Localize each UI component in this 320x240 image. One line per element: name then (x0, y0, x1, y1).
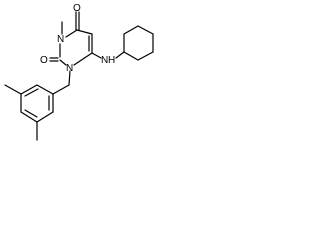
atom-label-carbonyl-o-left: O (40, 55, 48, 66)
atom-label-carbonyl-o-top: O (73, 3, 81, 14)
bond-n1-ch2 (68, 70, 71, 86)
atom-label-ring-n3: N (57, 34, 64, 45)
bond-aryl-2-double-inner (24, 88, 39, 97)
bond-c4-n3 (65, 29, 78, 38)
bond-cyclohexyl-5 (137, 51, 154, 61)
bond-aryl-5 (36, 111, 54, 123)
atom-label-amine-n: N (101, 55, 108, 66)
atom-label-ring-n1: N (66, 63, 73, 74)
bond-cyclohexyl-3 (137, 25, 154, 35)
background (0, 0, 155, 145)
bond-methyl-upper (4, 84, 22, 95)
bond-aryl-4-double-inner (24, 109, 38, 118)
bond-c6-nh (91, 52, 102, 59)
bond-c5-c4 (76, 29, 93, 35)
bond-n1-c6 (73, 52, 93, 66)
bond-ch2-aryl (52, 84, 70, 95)
bond-cyclohexyl-2 (123, 25, 139, 35)
bond-aryl-1 (36, 84, 54, 95)
bond-aryl-2-double-outer (20, 84, 38, 95)
cyclohexylamino-group (91, 25, 154, 61)
bond-aryl-4-double-outer (20, 111, 38, 123)
chemical-structure: O N O N N H (0, 0, 155, 145)
bond-c2-n1 (59, 59, 67, 66)
bond-nh-cyclohexyl (115, 51, 125, 59)
atom-label-amine-h: H (108, 55, 115, 66)
bond-cyclohexyl-6 (123, 51, 139, 61)
dimethylbenzyl-group (4, 70, 71, 141)
pyrimidinedione-ring (49, 11, 93, 66)
